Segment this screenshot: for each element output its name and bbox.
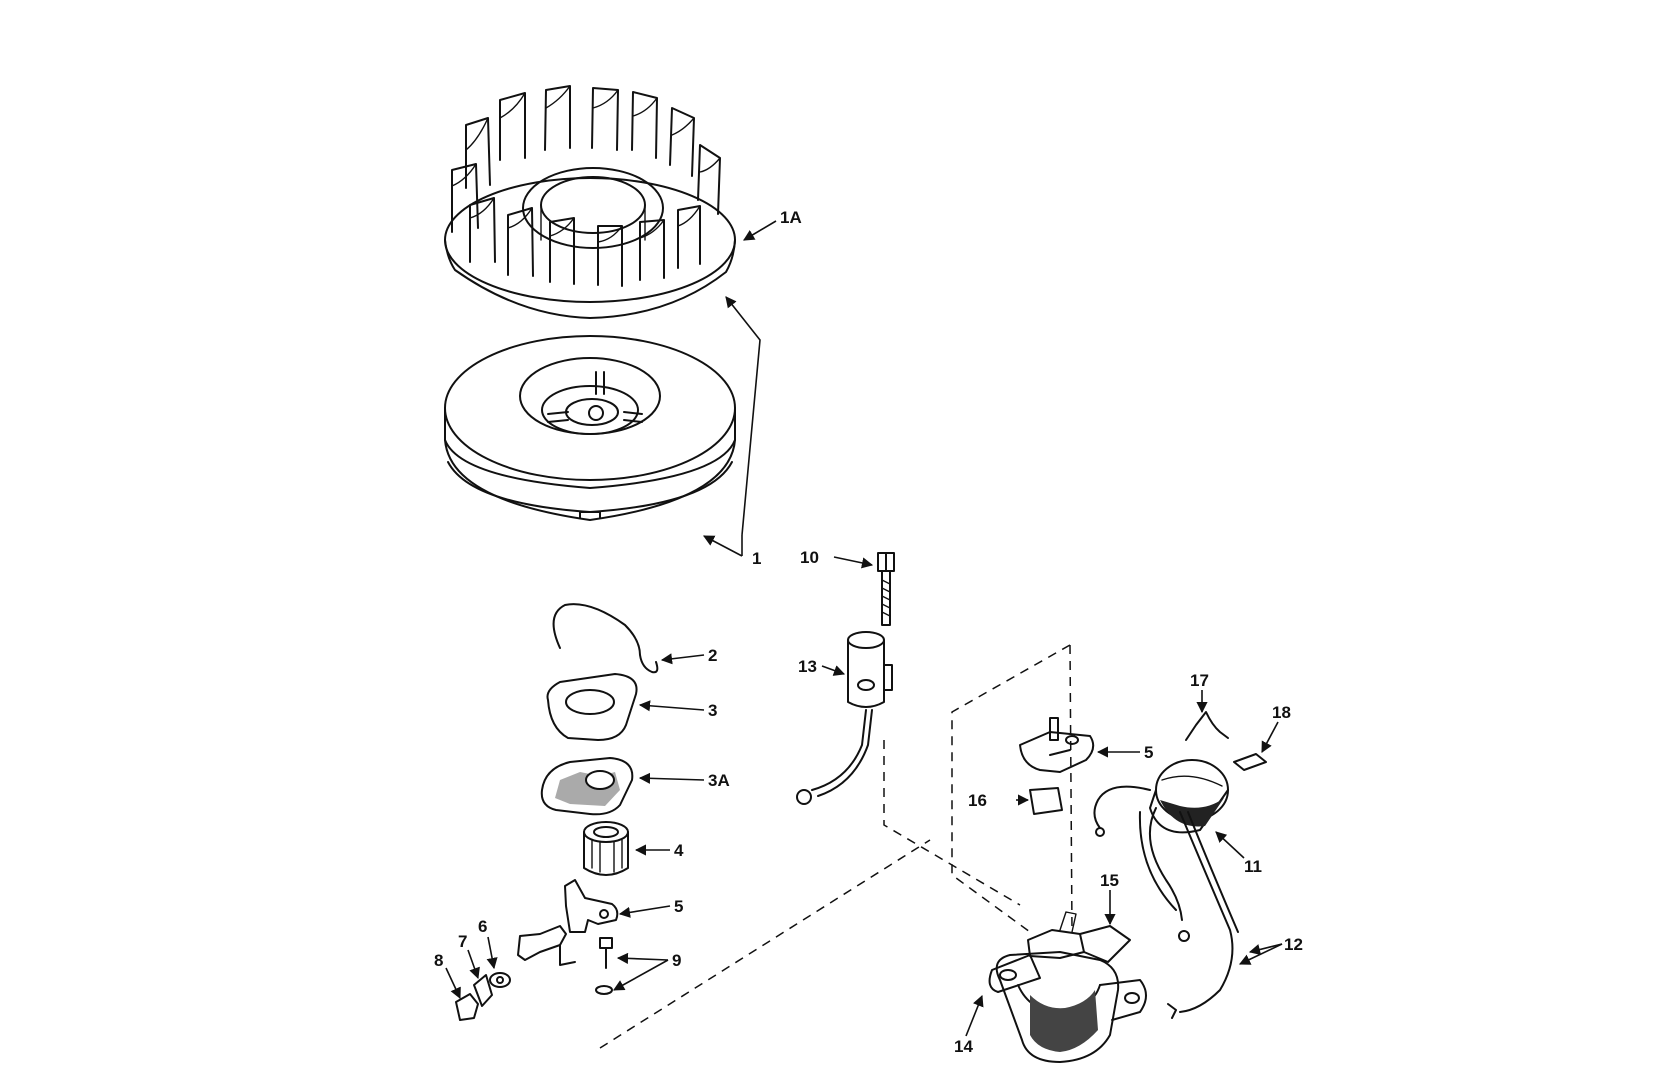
callout-17-label: 17 — [1190, 671, 1209, 690]
callout-5b-label: 5 — [1144, 743, 1153, 762]
parts-6-7-8-nut-washers: 6 7 8 — [434, 917, 511, 1021]
callout-7-label: 7 — [458, 932, 467, 951]
part-9-screw-washer: 9 — [595, 937, 681, 995]
part-13-condenser: 13 — [796, 631, 893, 805]
part-5-bracket-right: 5 — [1019, 717, 1153, 773]
part-14-15-coil-housing: 15 14 — [954, 871, 1147, 1063]
callout-4-label: 4 — [674, 841, 684, 860]
part-2-spring-clip: 2 — [552, 603, 717, 674]
part-18-clip: 18 — [1233, 703, 1291, 771]
part-10-screw: 10 — [800, 548, 895, 626]
part-1-flywheel — [444, 335, 736, 521]
callout-1: 1 — [703, 296, 761, 568]
part-12-lead-wires: 12 — [1138, 807, 1303, 1019]
assembly-dashed-lines — [599, 644, 1073, 1049]
callout-11-label: 11 — [1244, 857, 1262, 876]
part-16-pad: 16 — [968, 787, 1063, 815]
part-5-breaker-arm: 5 — [517, 879, 683, 966]
part-3-cover: 3 — [546, 673, 717, 741]
callout-3a-label: 3A — [708, 771, 730, 790]
part-3a-gasket: 3A — [540, 757, 730, 816]
callout-1a-label: 1A — [780, 208, 802, 227]
part-4-bushing: 4 — [583, 821, 684, 876]
callout-12-label: 12 — [1284, 935, 1303, 954]
part-1a-fan-shroud — [444, 85, 736, 319]
callout-15-label: 15 — [1100, 871, 1119, 890]
part-11-coil: 11 — [1093, 759, 1262, 876]
callout-3-label: 3 — [708, 701, 717, 720]
callout-14-label: 14 — [954, 1037, 973, 1056]
callout-2-label: 2 — [708, 646, 717, 665]
callout-6-label: 6 — [478, 917, 487, 936]
callout-16-label: 16 — [968, 791, 987, 810]
callout-1-label: 1 — [752, 549, 761, 568]
part-17-spring: 17 — [1185, 671, 1229, 741]
callout-18-label: 18 — [1272, 703, 1291, 722]
callout-1a: 1A — [743, 208, 802, 241]
callout-8-label: 8 — [434, 951, 443, 970]
callout-13-label: 13 — [798, 657, 817, 676]
callout-9-label: 9 — [672, 951, 681, 970]
callout-10-label: 10 — [800, 548, 819, 567]
callout-5-label: 5 — [674, 897, 683, 916]
fan-blades — [451, 85, 721, 287]
